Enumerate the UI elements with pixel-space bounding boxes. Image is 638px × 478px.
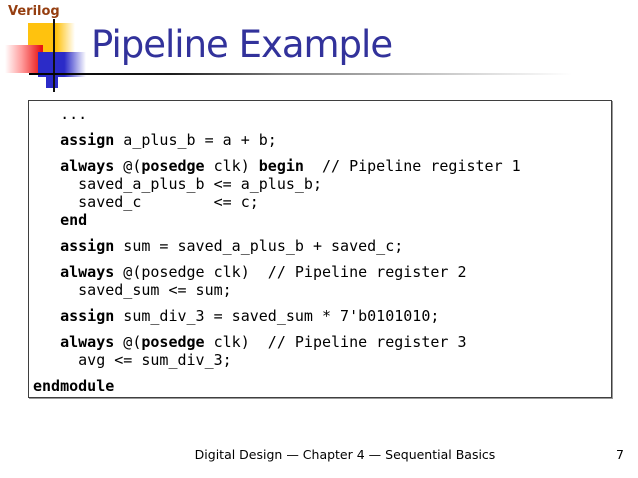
footer-text: Digital Design — Chapter 4 — Sequential … [194,447,496,462]
logo-red-square [5,45,43,73]
code-box: ... assign a_plus_b = a + b; always @(po… [28,100,612,398]
code-line: always @(posedge clk) begin // Pipeline … [60,157,521,175]
code-line: avg <= sum_div_3; [33,351,232,369]
code-line: saved_sum <= sum; [33,281,232,299]
code-line: saved_a_plus_b <= a_plus_b; [33,175,322,193]
code-line: ... [33,105,88,123]
code-line: end [60,211,88,229]
code-line: always @(posedge clk) // Pipeline regist… [60,333,467,351]
verilog-label: Verilog [8,4,60,19]
logo-blue-tab [46,77,58,88]
title-underline [29,73,595,75]
verilog-code: ... assign a_plus_b = a + b; always @(po… [33,105,607,395]
page-number: 7 [616,447,624,462]
code-line: assign sum_div_3 = saved_sum * 7'b010101… [60,307,440,325]
logo-vertical-line [53,19,55,92]
code-line: saved_c <= c; [33,193,259,211]
logo-blue-square [38,52,86,77]
code-line: always @(posedge clk) // Pipeline regist… [60,263,467,281]
slide-title: Pipeline Example [91,23,393,66]
code-line: assign a_plus_b = a + b; [60,131,277,149]
code-line: endmodule [33,377,115,395]
code-line: assign sum = saved_a_plus_b + saved_c; [60,237,404,255]
